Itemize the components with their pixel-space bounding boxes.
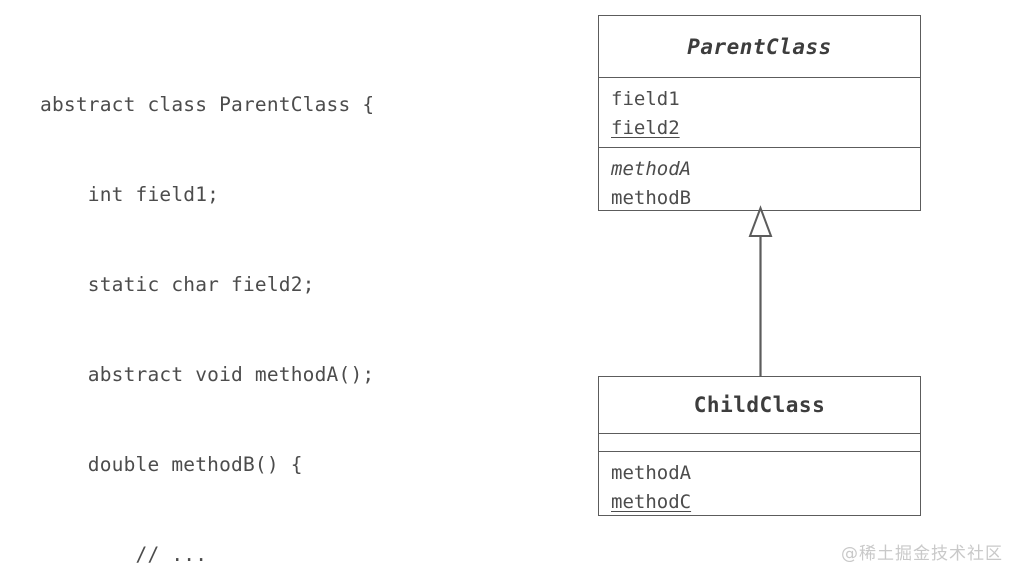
code-line: double methodB() { [40, 453, 303, 476]
code-line: abstract class ParentClass { [40, 93, 375, 116]
uml-method: methodB [611, 187, 692, 209]
uml-field-static: field2 [611, 117, 680, 139]
uml-method-static: methodC [611, 491, 692, 513]
uml-methods-compartment-child: methodA methodC [599, 452, 920, 514]
uml-method-abstract: methodA [611, 158, 692, 180]
code-panel: abstract class ParentClass { int field1;… [40, 30, 560, 576]
code-line: abstract void methodA(); [40, 363, 375, 386]
uml-fields-compartment-child [599, 434, 920, 452]
watermark-text: @稀土掘金技术社区 [841, 544, 1003, 564]
uml-fields-compartment-parent: field1 field2 [599, 78, 920, 148]
uml-field: field1 [611, 88, 680, 110]
code-line: static char field2; [40, 273, 315, 296]
uml-class-box-child: ChildClass methodA methodC [598, 376, 921, 516]
code-line: int field1; [40, 183, 220, 206]
code-line: // ... [40, 543, 208, 566]
uml-class-box-parent: ParentClass field1 field2 methodA method… [598, 15, 921, 211]
hollow-triangle-arrowhead-icon [748, 205, 773, 237]
parent-class-code-snippet: abstract class ParentClass { int field1;… [40, 30, 560, 576]
uml-class-name-child: ChildClass [599, 377, 920, 434]
uml-class-name-parent: ParentClass [599, 16, 920, 78]
uml-methods-compartment-parent: methodA methodB [599, 148, 920, 212]
uml-method: methodA [611, 462, 692, 484]
generalization-connector [748, 205, 773, 377]
